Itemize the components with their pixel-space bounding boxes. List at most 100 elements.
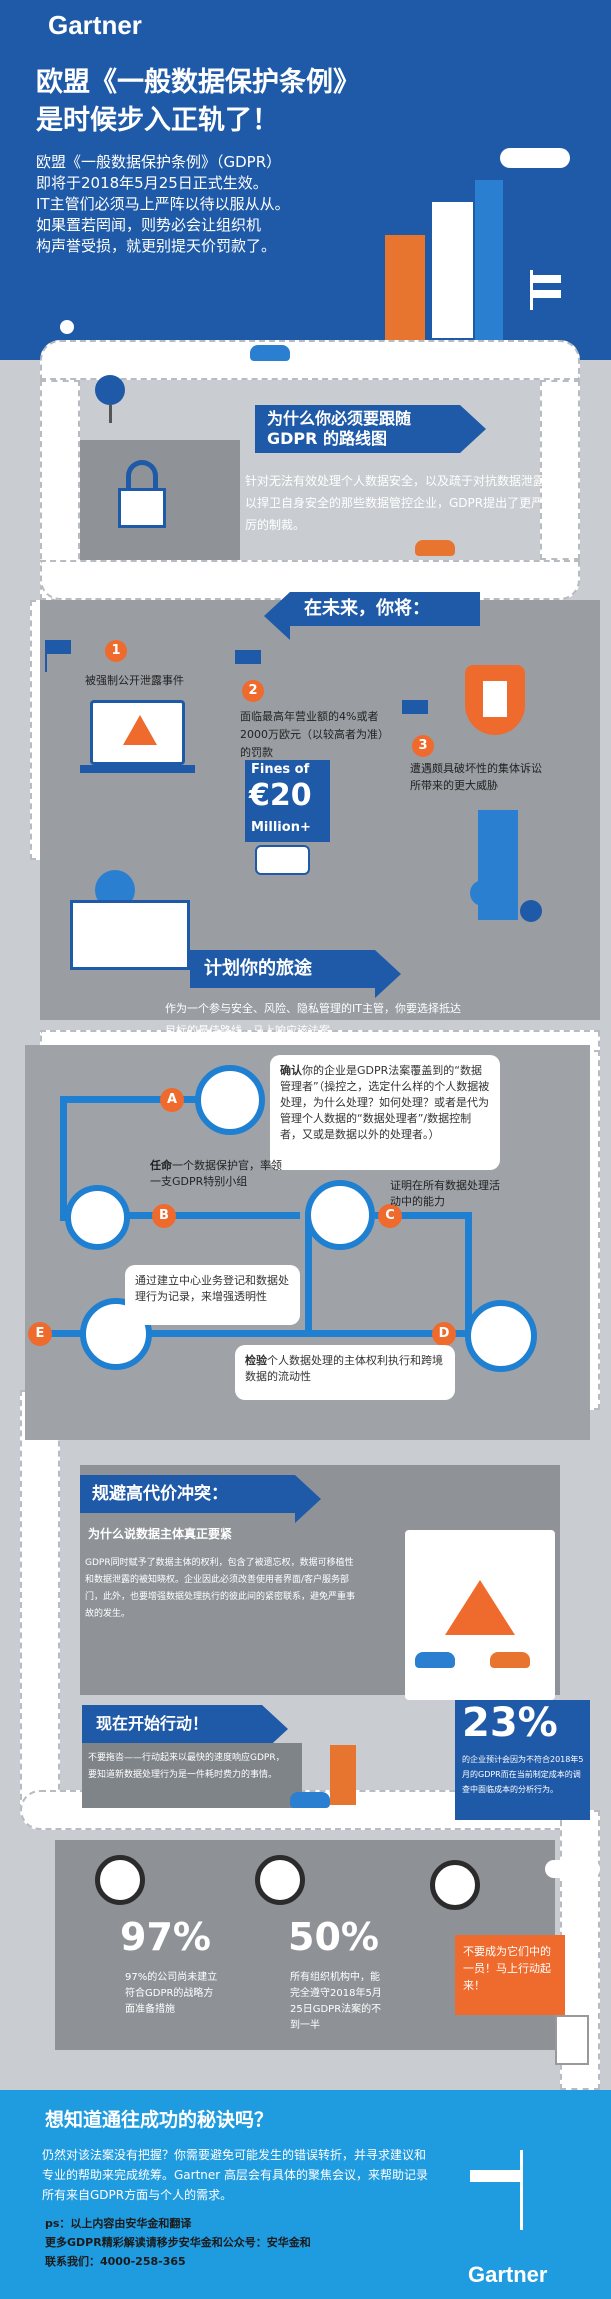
laptop-base-icon [80,765,195,773]
stat-text: 97%的公司尚未建立符合GDPR的战略方面准备措施 [125,1972,218,2015]
fines-box: Fines of €20 Million+ [245,760,330,842]
tree-trunk [109,405,112,423]
step-number-badge: 2 [242,680,264,702]
future-banner: 在未来，你将： [264,592,480,640]
map-icon [70,900,190,970]
intro-line: 欧盟《一般数据保护条例》（GDPR） [36,153,282,171]
future-item-text: 遭遇颇具破坏性的集体诉讼所带来的更大威胁 [410,762,542,792]
skyscraper-icon [385,235,425,340]
network-nodes-icon [465,1300,537,1372]
route-line [60,1096,250,1103]
route-line [60,1096,67,1221]
step-letter-badge: B [152,1204,176,1228]
footer-text: 仍然对该法案没有把握？你需要避免可能发生的错误转折，并寻求建议和专业的帮助来完成… [42,2148,429,2202]
step-letter-badge: A [160,1088,184,1112]
road-segment [540,380,580,560]
step-text: 一个数据保护官，率领一支GDPR特别小组 [150,1159,282,1188]
step-text: 通过建立中心业务登记和数据处理行为记录，来增强透明性 [135,1274,289,1303]
cloud-icon [545,1860,600,1878]
footer-contact: 联系我们：4000-258-365 [45,2255,186,2268]
step-letter-badge: D [432,1322,456,1346]
risk-text: GDPR同时赋予了数据主体的权利，包含了被遗忘权，数据可移植性和数据泄露的被知晓… [85,1558,356,1619]
car-icon [290,1792,330,1808]
fines-amount: €20 [249,778,312,813]
step-letter-badge: C [378,1204,402,1228]
warning-bubble: 不要成为它们中的一员！马上行动起来！ [455,1935,565,2015]
step-bubble: 任命一个数据保护官，率领一支GDPR特别小组 [140,1150,300,1205]
why-banner: 为什么你必须要跟随 GDPR 的路线图 [255,405,486,453]
road-sign-icon [470,2170,520,2182]
step-text: 个人数据处理的主体权利执行和跨境数据的流动性 [245,1354,443,1383]
intro-line: 如果置若罔闻，则势必会让组织机 [36,216,262,234]
skyscraper-icon [475,180,503,340]
footer-ps: ps：以上内容由安华金和翻译 [45,2217,192,2230]
step-text: 你的企业是GDPR法案覆盖到的“数据管理者”（操控之，选定什么样的个人数据被处理… [280,1064,490,1141]
document-transfer-icon [305,1180,375,1250]
why-banner-line2: GDPR 的路线图 [267,429,388,448]
car-icon [490,1652,530,1668]
footer-logo: Gartner [468,2262,548,2287]
action-panel [82,1743,302,1808]
step-letter-badge: E [28,1322,52,1346]
risk-subtitle: 为什么说数据主体真正要紧 [88,1527,233,1541]
gear-shield-icon [255,1855,305,1905]
step-bold-verb: 确认 [280,1064,302,1077]
step-bubble: 确认你的企业是GDPR法案覆盖到的“数据管理者”（操控之，选定什么样的个人数据被… [270,1055,500,1170]
padlock-icon [118,460,166,530]
tree-icon [520,900,542,922]
footer-title: 想知道通往成功的秘诀吗？ [45,2109,274,2131]
route-line [375,1212,470,1219]
footer-more: 更多GDPR精彩解读请移步安华金和公众号：安华金和 [45,2236,311,2249]
step-bold-verb: 任命 [150,1159,172,1172]
hand-icon [255,845,310,875]
step-bubble: 证明在所有数据处理活动中的能力 [380,1170,520,1215]
building-icon [330,1745,356,1805]
road-sign-icon [533,290,561,298]
gear-shield-icon [95,1855,145,1905]
cloud-icon [500,148,570,168]
warning-bubble-text: 不要成为它们中的一员！马上行动起来！ [463,1945,551,1992]
person-id-icon [65,1185,130,1250]
car-icon [250,345,290,361]
action-banner: 现在开始行动！ [82,1705,288,1753]
why-text: 针对无法有效处理个人数据安全，以及疏于对抗数据泄露以捍卫自身安全的那些数据管控企… [245,474,546,532]
why-banner-line1: 为什么你必须要跟随 [267,409,412,428]
flag-icon [235,650,261,664]
flag-pole [45,640,47,672]
car-icon [415,1652,455,1668]
route-line [80,1212,300,1219]
stat-text: 所有组织机构中，能完全遵守2018年5月25日GDPR法案的不到一半 [290,1972,382,2031]
gear-shield-icon [430,1860,480,1910]
footer-band [0,2090,611,2299]
skyscraper-icon [430,200,475,340]
shield-gavel-icon [465,665,525,735]
action-text: 不要拖沓——行动起来以最快的速度响应GDPR，要知道新数据处理行为是一件耗时费力… [88,1753,285,1780]
step-bold-verb: 检验 [245,1354,267,1367]
route-line [465,1212,472,1337]
road-sign-icon [533,275,561,283]
laptop-warning-icon [90,700,185,765]
car-icon [415,540,455,556]
page-title-line1: 欧盟《一般数据保护条例》 [36,67,360,98]
cloud-server-icon [195,1065,265,1135]
intro-text: 欧盟《一般数据保护条例》（GDPR） 即将于2018年5月25日正式生效。 IT… [36,152,290,257]
road-segment [20,1390,60,1810]
risk-banner: 规避高代价冲突： [80,1475,321,1523]
plan-banner: 计划你的旅途 [190,950,401,998]
stat-23-text: 的企业预计会因为不符合2018年5月的GDPR而在当前制定成本的调查中面临成本的… [462,1755,584,1794]
flag-icon [45,640,71,654]
intro-line: 即将于2018年5月25日正式生效。 [36,174,268,192]
route-line [305,1212,312,1332]
step-number-badge: 3 [412,735,434,757]
road-segment [40,340,580,380]
route-line [30,1330,470,1337]
warning-triangle-icon [445,1580,515,1635]
future-item-text: 面临最高年营业额的4%或者2000万欧元（以较高者为准）的罚款 [240,710,389,759]
step-bubble: 检验个人数据处理的主体权利执行和跨境数据的流动性 [235,1345,455,1400]
plan-text: 作为一个参与安全、风险、隐私管理的IT主管，你要选择抵达目标的最佳路线，马上响应… [165,1002,461,1037]
intro-line: IT主管们必须马上严阵以待以服从从。 [36,195,290,213]
tree-icon [470,880,496,906]
page-title-line2: 是时候步入正轨了！ [36,105,279,136]
step-text: 证明在所有数据处理活动中的能力 [390,1179,500,1208]
stat-value: 97% [120,1915,211,1959]
